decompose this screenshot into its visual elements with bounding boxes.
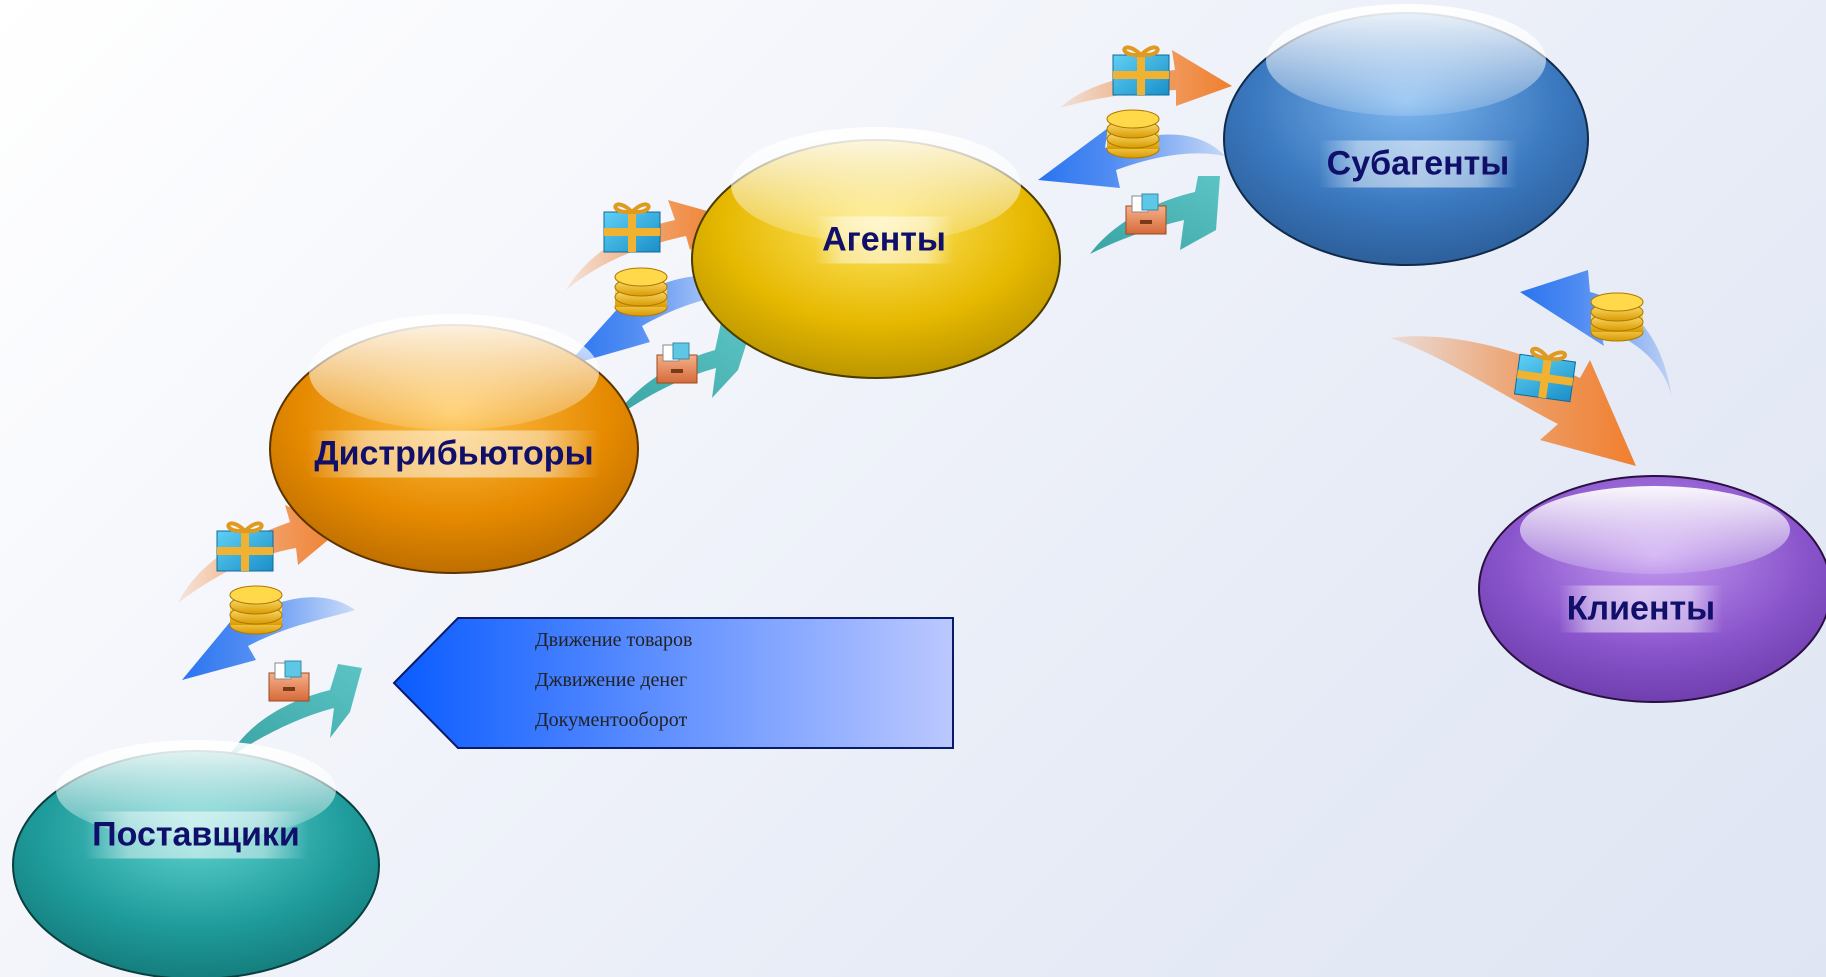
money-flow-arrow	[182, 597, 355, 680]
document-box-icon	[1125, 193, 1167, 235]
documents-flow-arrow	[228, 664, 362, 758]
legend-item-documents: Документооборот	[535, 709, 688, 731]
gift-box-icon	[1111, 45, 1171, 97]
document-box-icon	[268, 660, 310, 702]
document-box-icon	[656, 342, 698, 384]
node-label-clients: Клиенты	[1558, 585, 1724, 633]
coin-stack-icon	[614, 267, 668, 317]
money-flow-arrow	[566, 276, 740, 366]
gift-box-icon	[602, 202, 662, 254]
flow-group-subagents-clients	[1390, 270, 1672, 466]
coin-stack-icon	[229, 585, 283, 635]
node-subagents	[1223, 4, 1589, 266]
node-label-suppliers: Поставщики	[84, 811, 308, 859]
node-label-agents: Агенты	[814, 216, 954, 264]
legend-arrow-shape	[392, 617, 954, 749]
legend-box: Движение товаров Джвижение денег Докумен…	[392, 617, 954, 749]
coin-stack-icon	[1106, 109, 1160, 159]
flow-group-agents-subagents	[1038, 45, 1232, 254]
flow-group-distributors-agents	[566, 200, 752, 420]
legend-item-money: Джвижение денег	[535, 669, 688, 691]
node-label-subagents: Субагенты	[1318, 140, 1518, 188]
gift-box-icon	[1512, 344, 1579, 404]
legend-item-goods: Движение товаров	[535, 629, 693, 651]
gift-box-icon	[215, 521, 275, 573]
coin-stack-icon	[1590, 292, 1644, 342]
goods-flow-arrow	[1390, 336, 1636, 466]
node-suppliers	[12, 740, 380, 977]
node-label-distributors: Дистрибьюторы	[306, 430, 602, 478]
flow-group-suppliers-distributors	[178, 505, 362, 758]
